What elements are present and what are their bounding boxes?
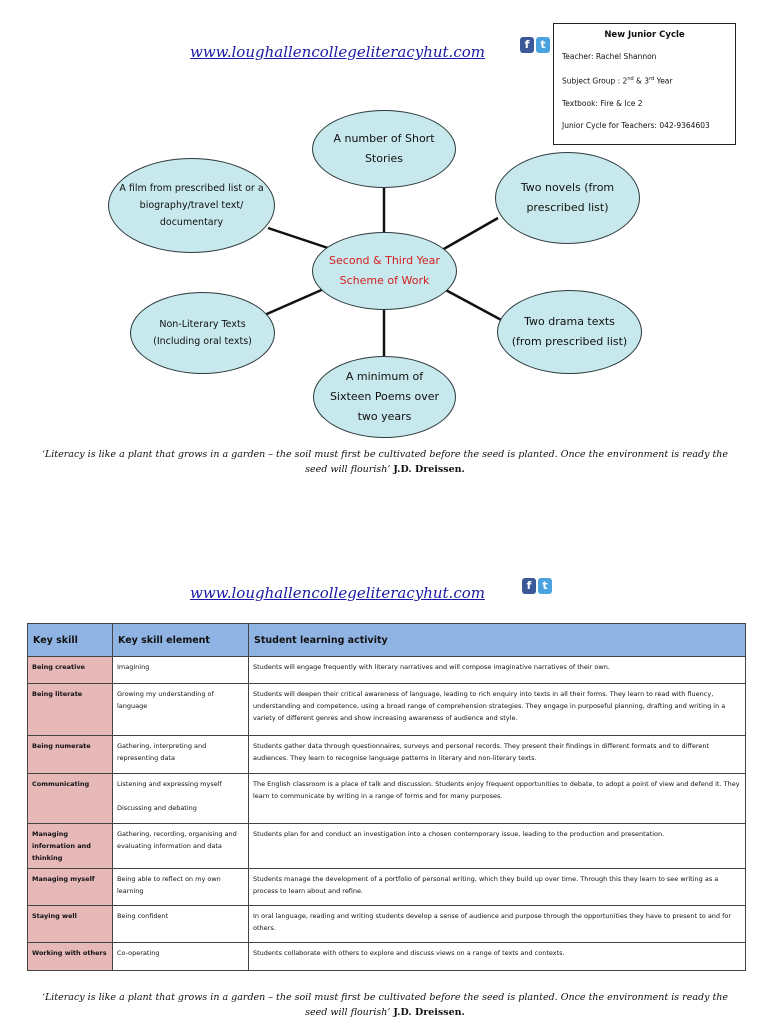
node-sixteen-poems: A minimum of Sixteen Poems over two year… — [313, 356, 456, 438]
info-title: New Junior Cycle — [604, 30, 685, 40]
table-row: Communicating Listening and expressing m… — [27, 773, 746, 824]
info-teacher: Teacher: Rachel Shannon — [562, 52, 657, 61]
table-row: Managing myself Being able to reflect on… — [27, 868, 746, 906]
table-row: Being numerate Gathering, interpreting a… — [27, 735, 746, 774]
cell-skill: Being creative — [27, 656, 113, 684]
cell-activity: Students will deepen their critical awar… — [248, 683, 746, 736]
cell-skill: Working with others — [27, 942, 113, 971]
cell-element: Co-operating — [112, 942, 249, 971]
website-link-2[interactable]: www.loughallencollegeliteracyhut.com — [190, 584, 485, 602]
node-non-literary: Non-Literary Texts (Including oral texts… — [130, 292, 275, 374]
table-row: Managing information and thinking Gather… — [27, 823, 746, 869]
node-two-drama: Two drama texts (from prescribed list) — [497, 290, 642, 374]
twitter-icon[interactable]: t — [538, 578, 552, 594]
twitter-icon[interactable]: t — [536, 37, 550, 53]
node-center-scheme: Second & Third Year Scheme of Work — [312, 232, 457, 310]
header-student-activity: Student learning activity — [248, 623, 746, 657]
facebook-icon[interactable]: f — [520, 37, 534, 53]
node-short-stories: A number of Short Stories — [312, 110, 456, 188]
table-row: Working with others Co-operating Student… — [27, 942, 746, 971]
header-key-skill: Key skill — [27, 623, 113, 657]
social-icons: f t — [520, 37, 550, 53]
info-subject-group: Subject Group : 2nd & 3rd Year — [562, 76, 673, 86]
cell-element-line-1: Listening and expressing myself — [117, 780, 222, 788]
website-link[interactable]: www.loughallencollegeliteracyhut.com — [190, 43, 485, 61]
cell-element: Gathering, recording, organising and eva… — [112, 823, 249, 869]
cell-element: Listening and expressing myself Discussi… — [112, 773, 249, 824]
cell-activity: The English classroom is a place of talk… — [248, 773, 746, 824]
cell-activity: Students manage the development of a por… — [248, 868, 746, 906]
cell-skill: Being numerate — [27, 735, 113, 774]
node-film-biography: A film from prescribed list or a biograp… — [108, 158, 275, 253]
cell-skill: Managing myself — [27, 868, 113, 906]
info-jct: Junior Cycle for Teachers: 042-9364603 — [562, 120, 710, 130]
cell-activity: Students will engage frequently with lit… — [248, 656, 746, 684]
cell-element: Imagining — [112, 656, 249, 684]
key-skills-table: Key skill Key skill element Student lear… — [27, 623, 746, 971]
table-row: Staying well Being confident In oral lan… — [27, 905, 746, 943]
cell-skill: Staying well — [27, 905, 113, 943]
facebook-icon[interactable]: f — [522, 578, 536, 594]
connector-bottom-left — [259, 286, 327, 319]
connector-top-right — [441, 216, 499, 252]
cell-element: Being able to reflect on my own learning — [112, 868, 249, 906]
diagram-connectors — [259, 185, 506, 358]
connector-bottom-right — [441, 286, 506, 324]
header-key-skill-element: Key skill element — [112, 623, 249, 657]
literacy-quote-2: ‘Literacy is like a plant that grows in … — [41, 992, 729, 1018]
info-textbook: Textbook: Fire & Ice 2 — [562, 98, 643, 108]
cell-activity: Students collaborate with others to expl… — [248, 942, 746, 971]
node-two-novels: Two novels (from prescribed list) — [495, 152, 640, 244]
cell-element: Growing my understanding of language — [112, 683, 249, 736]
literacy-quote: ‘Literacy is like a plant that grows in … — [41, 449, 729, 475]
course-info-box: New Junior Cycle Teacher: Rachel Shannon… — [553, 23, 736, 145]
cell-skill: Being literate — [27, 683, 113, 736]
cell-skill: Managing information and thinking — [27, 823, 113, 869]
table-row: Being literate Growing my understanding … — [27, 683, 746, 736]
cell-element: Gathering, interpreting and representing… — [112, 735, 249, 774]
social-icons-2: f t — [522, 578, 552, 594]
cell-activity: Students gather data through questionnai… — [248, 735, 746, 774]
cell-activity: In oral language, reading and writing st… — [248, 905, 746, 943]
table-row: Being creative Imagining Students will e… — [27, 656, 746, 684]
cell-element: Being confident — [112, 905, 249, 943]
cell-skill: Communicating — [27, 773, 113, 824]
cell-activity: Students plan for and conduct an investi… — [248, 823, 746, 869]
connector-top-left — [267, 226, 329, 250]
cell-element-line-2: Discussing and debating — [117, 804, 197, 812]
